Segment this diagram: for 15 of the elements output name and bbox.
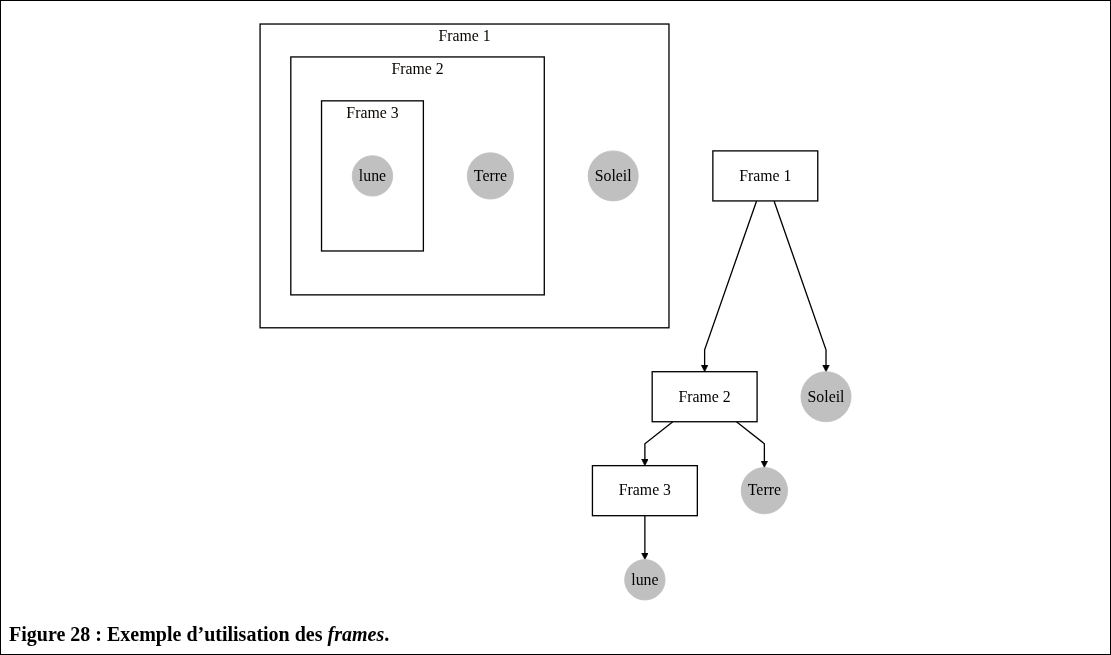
arrow — [640, 515, 649, 560]
node-circle: Soleil — [587, 150, 639, 202]
node-circle: Terre — [466, 152, 514, 200]
node-circle: Soleil — [800, 371, 852, 423]
arrow — [735, 421, 769, 468]
arrow — [640, 421, 674, 466]
arrow — [773, 200, 830, 373]
node-circle: lune — [624, 559, 666, 601]
figure-caption: Figure 28 : Exemple d’utilisation des frames. — [8, 623, 391, 648]
node-box: Frame 3 — [591, 465, 698, 517]
arrow — [700, 200, 758, 373]
node-circle: lune — [351, 155, 393, 197]
node-box: Frame 1 — [712, 150, 819, 202]
node-circle: Terre — [740, 467, 788, 515]
node-box: Frame 2 — [651, 371, 758, 423]
